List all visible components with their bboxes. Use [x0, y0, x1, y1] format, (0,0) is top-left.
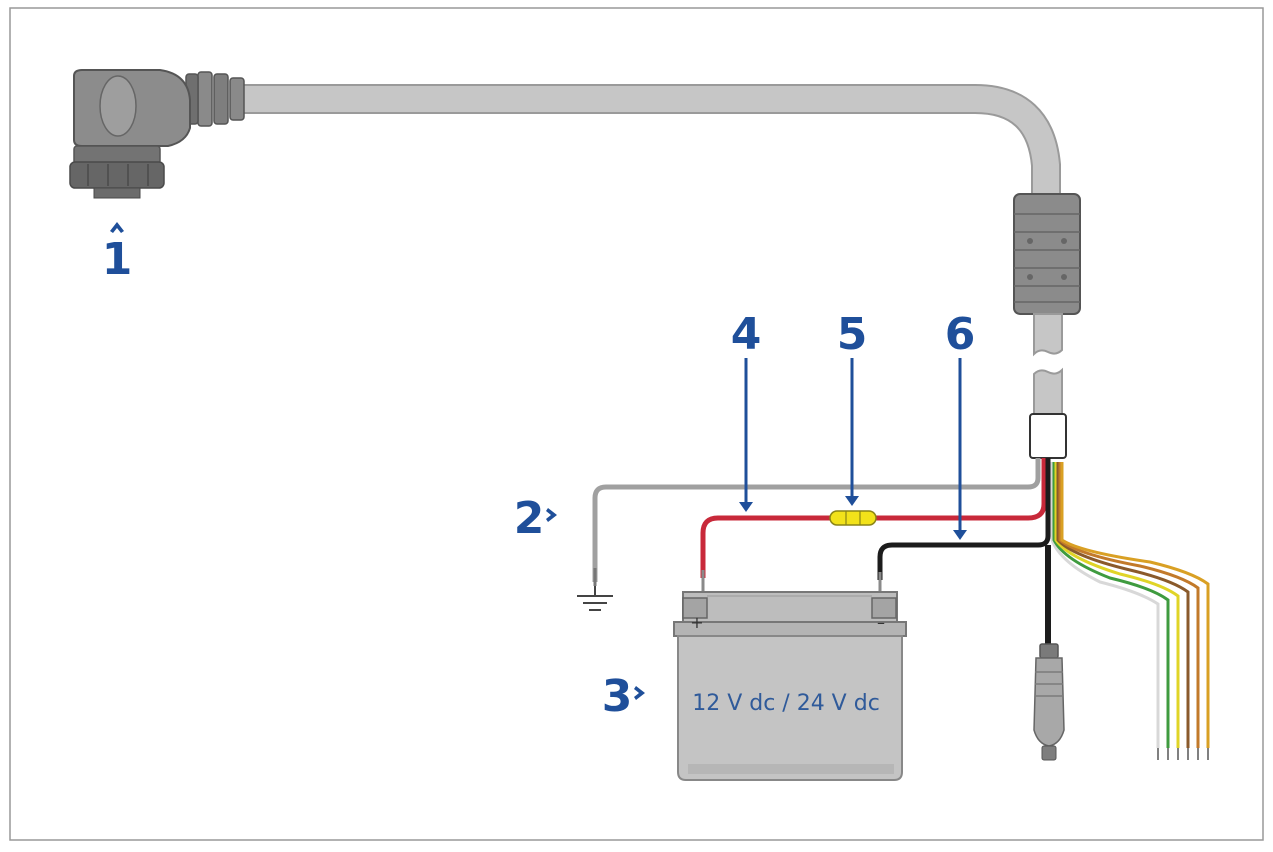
right-angle-connector: [69, 69, 245, 199]
callout-5: 5: [837, 309, 868, 360]
callout-leader-5: [845, 358, 859, 506]
data-wire-tips: [1157, 748, 1209, 760]
callout-1: 1: [102, 234, 133, 285]
main-cable: [240, 84, 1061, 200]
battery: [673, 591, 907, 781]
battery-voltage-label: 12 V dc / 24 V dc: [692, 691, 880, 716]
cable-break: [1033, 313, 1063, 417]
battery-positive-terminal: +: [690, 613, 703, 632]
data-wire-bundle: [1050, 462, 1210, 748]
accessory-connector: [1033, 643, 1065, 761]
callout-4: 4: [731, 309, 762, 360]
callout-6: 6: [945, 309, 976, 360]
callout-arrow-1: [110, 222, 124, 233]
ferrite-choke: [1013, 193, 1081, 315]
callout-2: 2: [514, 493, 545, 544]
callout-arrow-2: [546, 508, 557, 522]
callout-3: 3: [602, 671, 633, 722]
battery-negative-terminal: –: [877, 613, 885, 632]
diagram-border: [9, 7, 1264, 841]
callout-leader-4: [739, 358, 753, 512]
callout-leader-6: [953, 358, 967, 540]
callout-arrow-3: [634, 686, 645, 700]
drain-wire: [592, 458, 1041, 582]
breakout-sleeve: [1029, 413, 1067, 459]
ground-icon: [577, 586, 613, 611]
inline-fuse: [829, 510, 877, 526]
negative-wire: [877, 458, 1051, 580]
